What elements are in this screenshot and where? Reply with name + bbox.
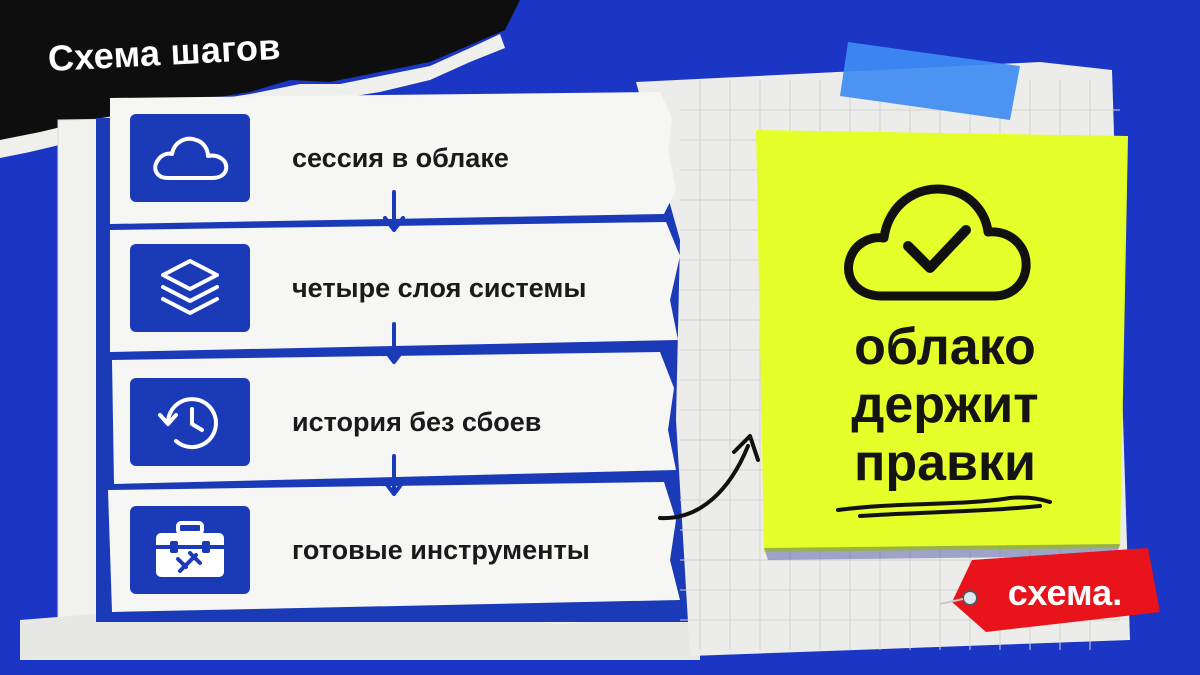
step-2-label: четыре слоя системы bbox=[292, 272, 587, 303]
note-line-2: держит bbox=[851, 376, 1039, 434]
step-3-icon-box bbox=[130, 378, 250, 466]
step-4: готовые инструменты bbox=[108, 488, 676, 612]
tag-label: схема. bbox=[1007, 572, 1123, 613]
note-line-1: облако bbox=[854, 318, 1036, 376]
step-1-icon-box bbox=[130, 114, 250, 202]
layers-icon bbox=[161, 259, 219, 315]
toolbox-icon bbox=[156, 521, 224, 577]
note-text: облако держит правки bbox=[780, 318, 1110, 492]
step-3-label: история без сбоев bbox=[292, 406, 542, 437]
step-1-label: сессия в облаке bbox=[292, 142, 509, 173]
step-2-icon-box bbox=[130, 244, 250, 332]
arrow-down-icon bbox=[383, 190, 405, 232]
step-2: четыре слоя системы bbox=[108, 226, 676, 350]
step-4-icon-box bbox=[130, 506, 250, 594]
history-clock-icon bbox=[158, 397, 218, 450]
arrow-down-icon bbox=[383, 454, 405, 496]
note-line-3: правки bbox=[853, 434, 1037, 492]
cloud-check-icon bbox=[844, 184, 1031, 301]
arrow-down-icon bbox=[383, 322, 405, 364]
step-4-label: готовые инструменты bbox=[292, 534, 590, 565]
cloud-icon bbox=[153, 136, 229, 180]
step-1: сессия в облаке bbox=[108, 96, 676, 220]
step-3: история без сбоев bbox=[108, 360, 676, 484]
